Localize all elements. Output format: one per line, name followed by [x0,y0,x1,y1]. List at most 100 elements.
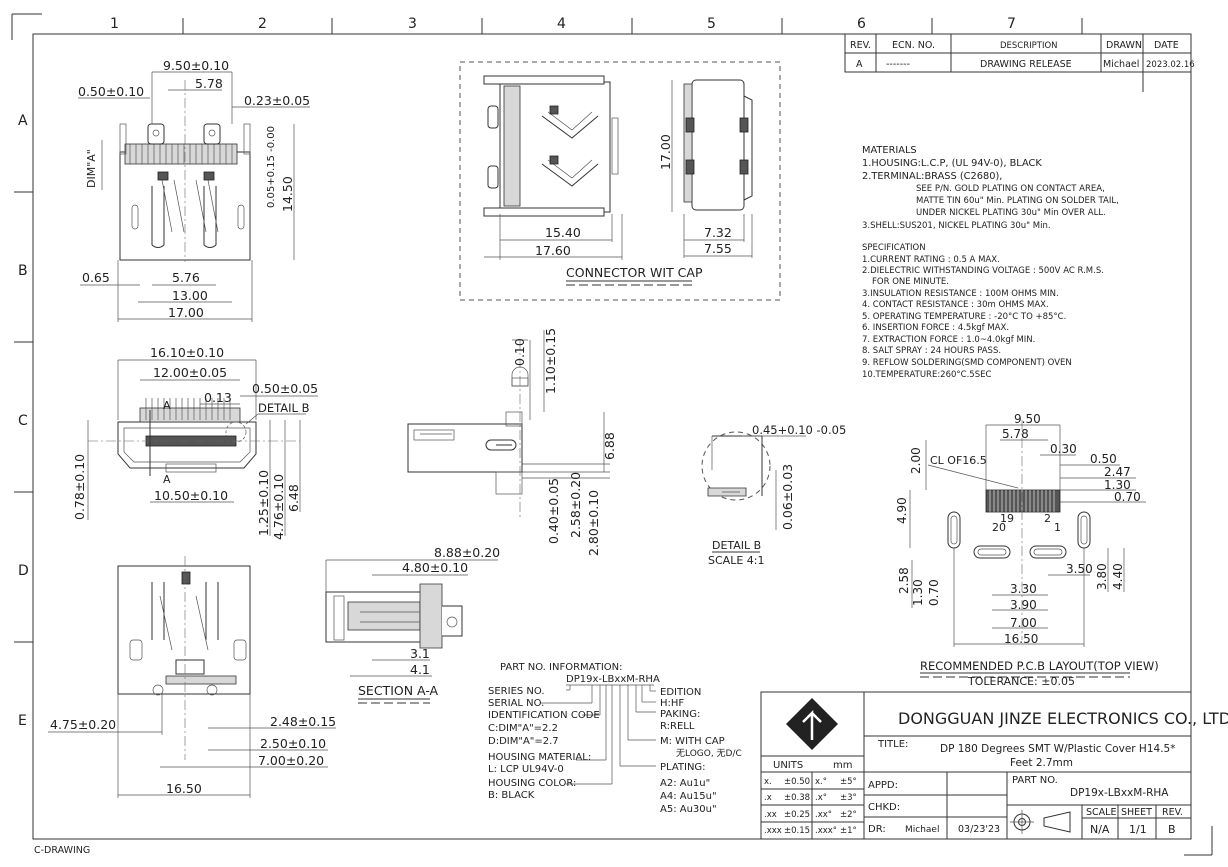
pcb-dim-16-50: 16.50 [1004,632,1038,646]
pn-right-8: A2: Au1u" [660,778,710,789]
dim-detail-0-45: 0.45+0.10 -0.05 [752,423,846,437]
dim-sec-4-80: 4.80±0.10 [402,560,468,575]
spec-title: SPECIFICATION [862,243,926,253]
pcb-dim-2-58: 2.58 [897,567,911,594]
bottom-view-dims: 4.75±0.20 2.48±0.15 2.50±0.10 7.00±0.20 … [48,694,336,798]
spec-line-9: 8. SALT SPRAY : 24 HOURS PASS. [862,346,1001,356]
bottom-view [117,556,251,760]
pcb-dim-2-47: 2.47 [1104,465,1131,479]
dim-top-5-76: 5.76 [172,270,200,285]
grid-col-6: 6 [857,16,866,32]
dim-side-0-10: 0.10 [512,338,527,366]
specification-notes: SPECIFICATION 1.CURRENT RATING : 0.5 A M… [862,243,1104,380]
pcb-dim-0-70: 0.70 [1114,490,1141,504]
pn-left-9: B: BLACK [488,790,535,801]
grid-col-4: 4 [557,16,566,32]
dim-front-16-10: 16.10±0.10 [150,345,224,360]
dim-cap-7-32: 7.32 [704,225,732,240]
materials-line-6: 3.SHELL:SUS201, NICKEL PLATING 30u" Min. [862,221,1051,231]
pn-right-4: R:RELL [660,721,695,732]
chkd-label: CHKD: [868,802,900,813]
materials-line-5: UNDER NICKEL PLATING 30u" Min OVER ALL. [916,208,1106,218]
dim-top-0-23: 0.23±0.05 [244,93,310,108]
grid-col-2: 2 [258,16,267,32]
dim-sec-8-88: 8.88±0.20 [434,545,500,560]
detail-b [701,431,771,501]
rev-value-ecn: ------- [886,59,910,70]
pcb-dim-4-90: 4.90 [895,497,909,524]
tol-3-c: .xx° [815,810,832,820]
dim-side-6-88: 6.88 [602,432,617,460]
pcb-dim-9-50: 9.50 [1014,412,1041,426]
tol-4-b: ±0.15 [784,826,810,836]
dim-cap-15-40: 15.40 [545,225,581,240]
projection-symbol-icon [1010,810,1071,834]
pcb-dim-7-00: 7.00 [1010,616,1037,630]
dim-top-dima: DIM"A" [85,149,98,188]
pcb-dim-1-30: 1.30 [1104,478,1131,492]
front-view [88,398,300,476]
sheet-value: 1/1 [1129,823,1147,836]
pcb-dim-2-00: 2.00 [909,447,923,474]
front-detail-b-label: DETAIL B [258,401,310,415]
pn-left-1: SERIES NO. [488,686,545,697]
spec-line-1: 1.CURRENT RATING : 0.5 A MAX. [862,255,1000,265]
spec-line-4: 3.INSULATION RESISTANCE : 100M OHMS MIN. [862,289,1059,299]
dim-front-0-50: 0.50±0.05 [252,381,318,396]
tol-3-d: ±2° [840,810,857,820]
dim-top-17-00: 17.00 [168,305,204,320]
units-value: mm [833,760,852,771]
dim-bot-7-00: 7.00±0.20 [258,753,324,768]
dim-top-0-05: 0.05+0.15 -0.00 [266,126,277,208]
detail-b-scale: SCALE 4:1 [708,554,764,567]
materials-line-2: 2.TERMINAL:BRASS (C2680), [862,171,1002,182]
scale-value: N/A [1090,823,1110,836]
rev-header-rev: REV. [850,40,871,51]
company-name: DONGGUAN JINZE ELECTRONICS CO., LTD [898,709,1228,728]
tol-2-d: ±3° [840,793,857,803]
grid-col-7: 7 [1007,16,1016,32]
dim-front-1-25: 1.25±0.10 [256,470,271,536]
scale-label: SCALE [1086,807,1116,818]
title-block-text: DONGGUAN JINZE ELECTRONICS CO., LTD TITL… [764,709,1228,836]
rev-value-rev: A [856,59,863,70]
dim-side-2-80: 2.80±0.10 [586,490,601,556]
footer-label: C-DRAWING [34,845,90,856]
pcb-dim-5-78: 5.78 [1002,427,1029,441]
dim-front-0-78: 0.78±0.10 [72,454,87,520]
front-section-a-bottom: A [163,473,171,486]
spec-line-3: FOR ONE MINUTE. [872,277,949,287]
tol-4-a: .xxx [764,826,782,836]
dim-cap-17-60: 17.60 [535,243,571,258]
pn-left-7: L: LCP UL94V-0 [488,764,564,775]
pn-left-6: HOUSING MATERIAL: [488,752,591,763]
section-aa [325,583,463,649]
pn-right-1: EDITION [660,687,701,698]
rev-value: B [1168,823,1176,836]
pcb-dim-0-50: 0.50 [1090,452,1117,466]
dim-bot-2-50: 2.50±0.10 [260,736,326,751]
dim-top-0-65: 0.65 [82,270,110,285]
pn-code: DP19x-LBxxM-RHA [566,674,660,685]
cap-view [459,61,781,301]
pcb-dim-3-80: 3.80 [1095,563,1109,590]
cap-view-dims: 17.00 15.40 17.60 7.32 7.55 CONNECTOR WI… [484,80,753,286]
spec-line-10: 9. REFLOW SOLDERING(SMD COMPONENT) OVEN [862,358,1072,368]
pn-right-9: A4: Au15u" [660,791,717,802]
appd-label: APPD: [868,780,898,791]
grid-ticks: 1 2 3 4 5 6 7 A B C D E [14,16,1083,729]
pn-right-2: H:HF [660,698,684,709]
pcb-cl-label: CL OF16.5 [930,454,987,467]
grid-row-e: E [18,713,27,729]
tol-1-d: ±5° [840,777,857,787]
top-view-dims: 9.50±0.10 5.78 0.50±0.10 0.23±0.05 DIM"A… [78,58,310,322]
part-number-info: PART NO. INFORMATION: DP19x-LBxxM-RHA SE… [488,662,742,815]
rev-value-date: 2023.02.16 [1146,60,1195,70]
materials-notes: MATERIALS 1.HOUSING:L.C.P, (UL 94V-0), B… [862,145,1119,231]
cap-view-caption: CONNECTOR WIT CAP [566,265,703,280]
title-block [760,691,1192,840]
grid-row-a: A [18,113,28,129]
sheet-frame [11,13,1213,856]
pcb-dim-3-30: 3.30 [1010,582,1037,596]
dim-sec-3-1: 3.1 [410,646,430,661]
